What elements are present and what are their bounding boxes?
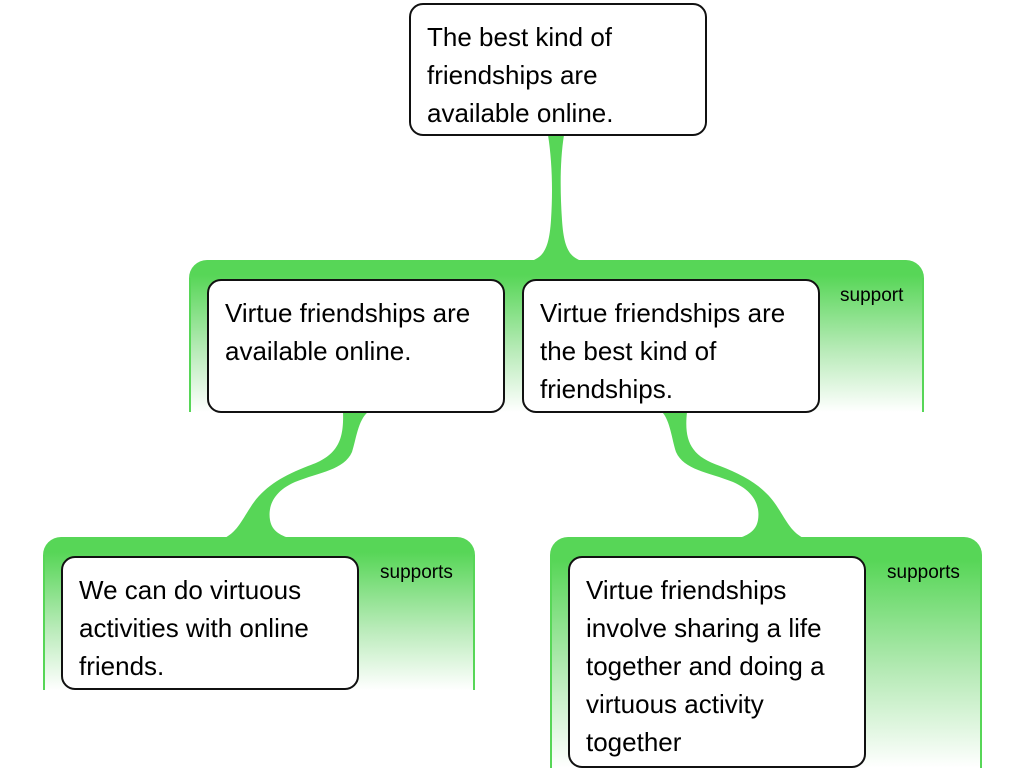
claim-text: Virtue friendships are the best kind of … (540, 298, 786, 404)
claim-text: Virtue friendships are available online. (225, 298, 471, 366)
claim-text: Virtue friendships involve sharing a lif… (586, 575, 825, 757)
claim-virtue-best-kind[interactable]: Virtue friendships are the best kind of … (522, 279, 820, 413)
relation-label: supports (887, 562, 960, 583)
claim-virtue-available-online[interactable]: Virtue friendships are available online. (207, 279, 505, 413)
connector-claimB-group3 (662, 412, 806, 539)
root-claim[interactable]: The best kind of friendships are availab… (409, 3, 707, 136)
connector-claimA-group2 (222, 412, 368, 539)
connector-root-group1 (528, 135, 585, 262)
claim-sharing-life-together[interactable]: Virtue friendships involve sharing a lif… (568, 556, 866, 768)
relation-label: support (840, 285, 904, 306)
root-claim-text: The best kind of friendships are availab… (427, 22, 614, 128)
relation-label: supports (380, 562, 453, 583)
claim-text: We can do virtuous activities with onlin… (79, 575, 309, 681)
claim-virtuous-activities-online[interactable]: We can do virtuous activities with onlin… (61, 556, 359, 690)
